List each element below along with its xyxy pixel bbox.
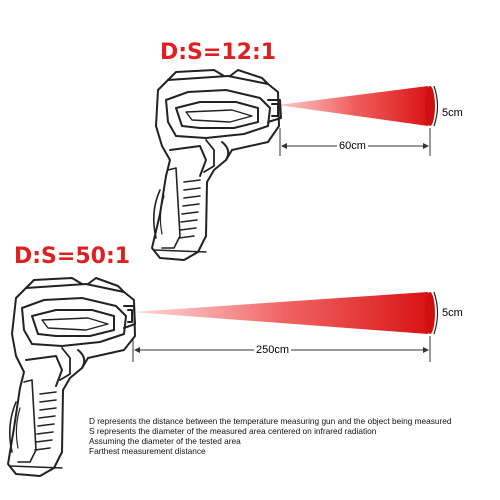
bottom-spot-bracket [433, 291, 439, 335]
top-beam-cone [278, 86, 432, 126]
bottom-thermometer-gun [7, 277, 136, 477]
bottom-target-spot [425, 292, 435, 334]
top-ratio-label: D:S=12:1 [160, 40, 277, 65]
bottom-beam-cone [133, 292, 432, 334]
top-diagram [151, 69, 439, 261]
top-target-spot [425, 86, 435, 126]
note-line: D represents the distance between the te… [89, 416, 452, 426]
top-spot-diameter-label: 5cm [442, 107, 463, 119]
note-line: Farthest measurement distance [89, 446, 206, 456]
top-spot-bracket [433, 85, 439, 127]
bottom-spot-diameter-label: 5cm [442, 307, 463, 319]
note-line: Assuming the diameter of the tested area [89, 436, 241, 446]
bottom-distance-label: 250cm [254, 344, 292, 356]
bottom-diagram [7, 277, 439, 477]
bottom-ratio-label: D:S=50:1 [14, 244, 131, 269]
note-line: S represents the diameter of the measure… [89, 426, 377, 436]
top-distance-label: 60cm [337, 140, 368, 152]
explanation-notes: D represents the distance between the te… [89, 416, 489, 456]
top-thermometer-gun [151, 69, 282, 261]
